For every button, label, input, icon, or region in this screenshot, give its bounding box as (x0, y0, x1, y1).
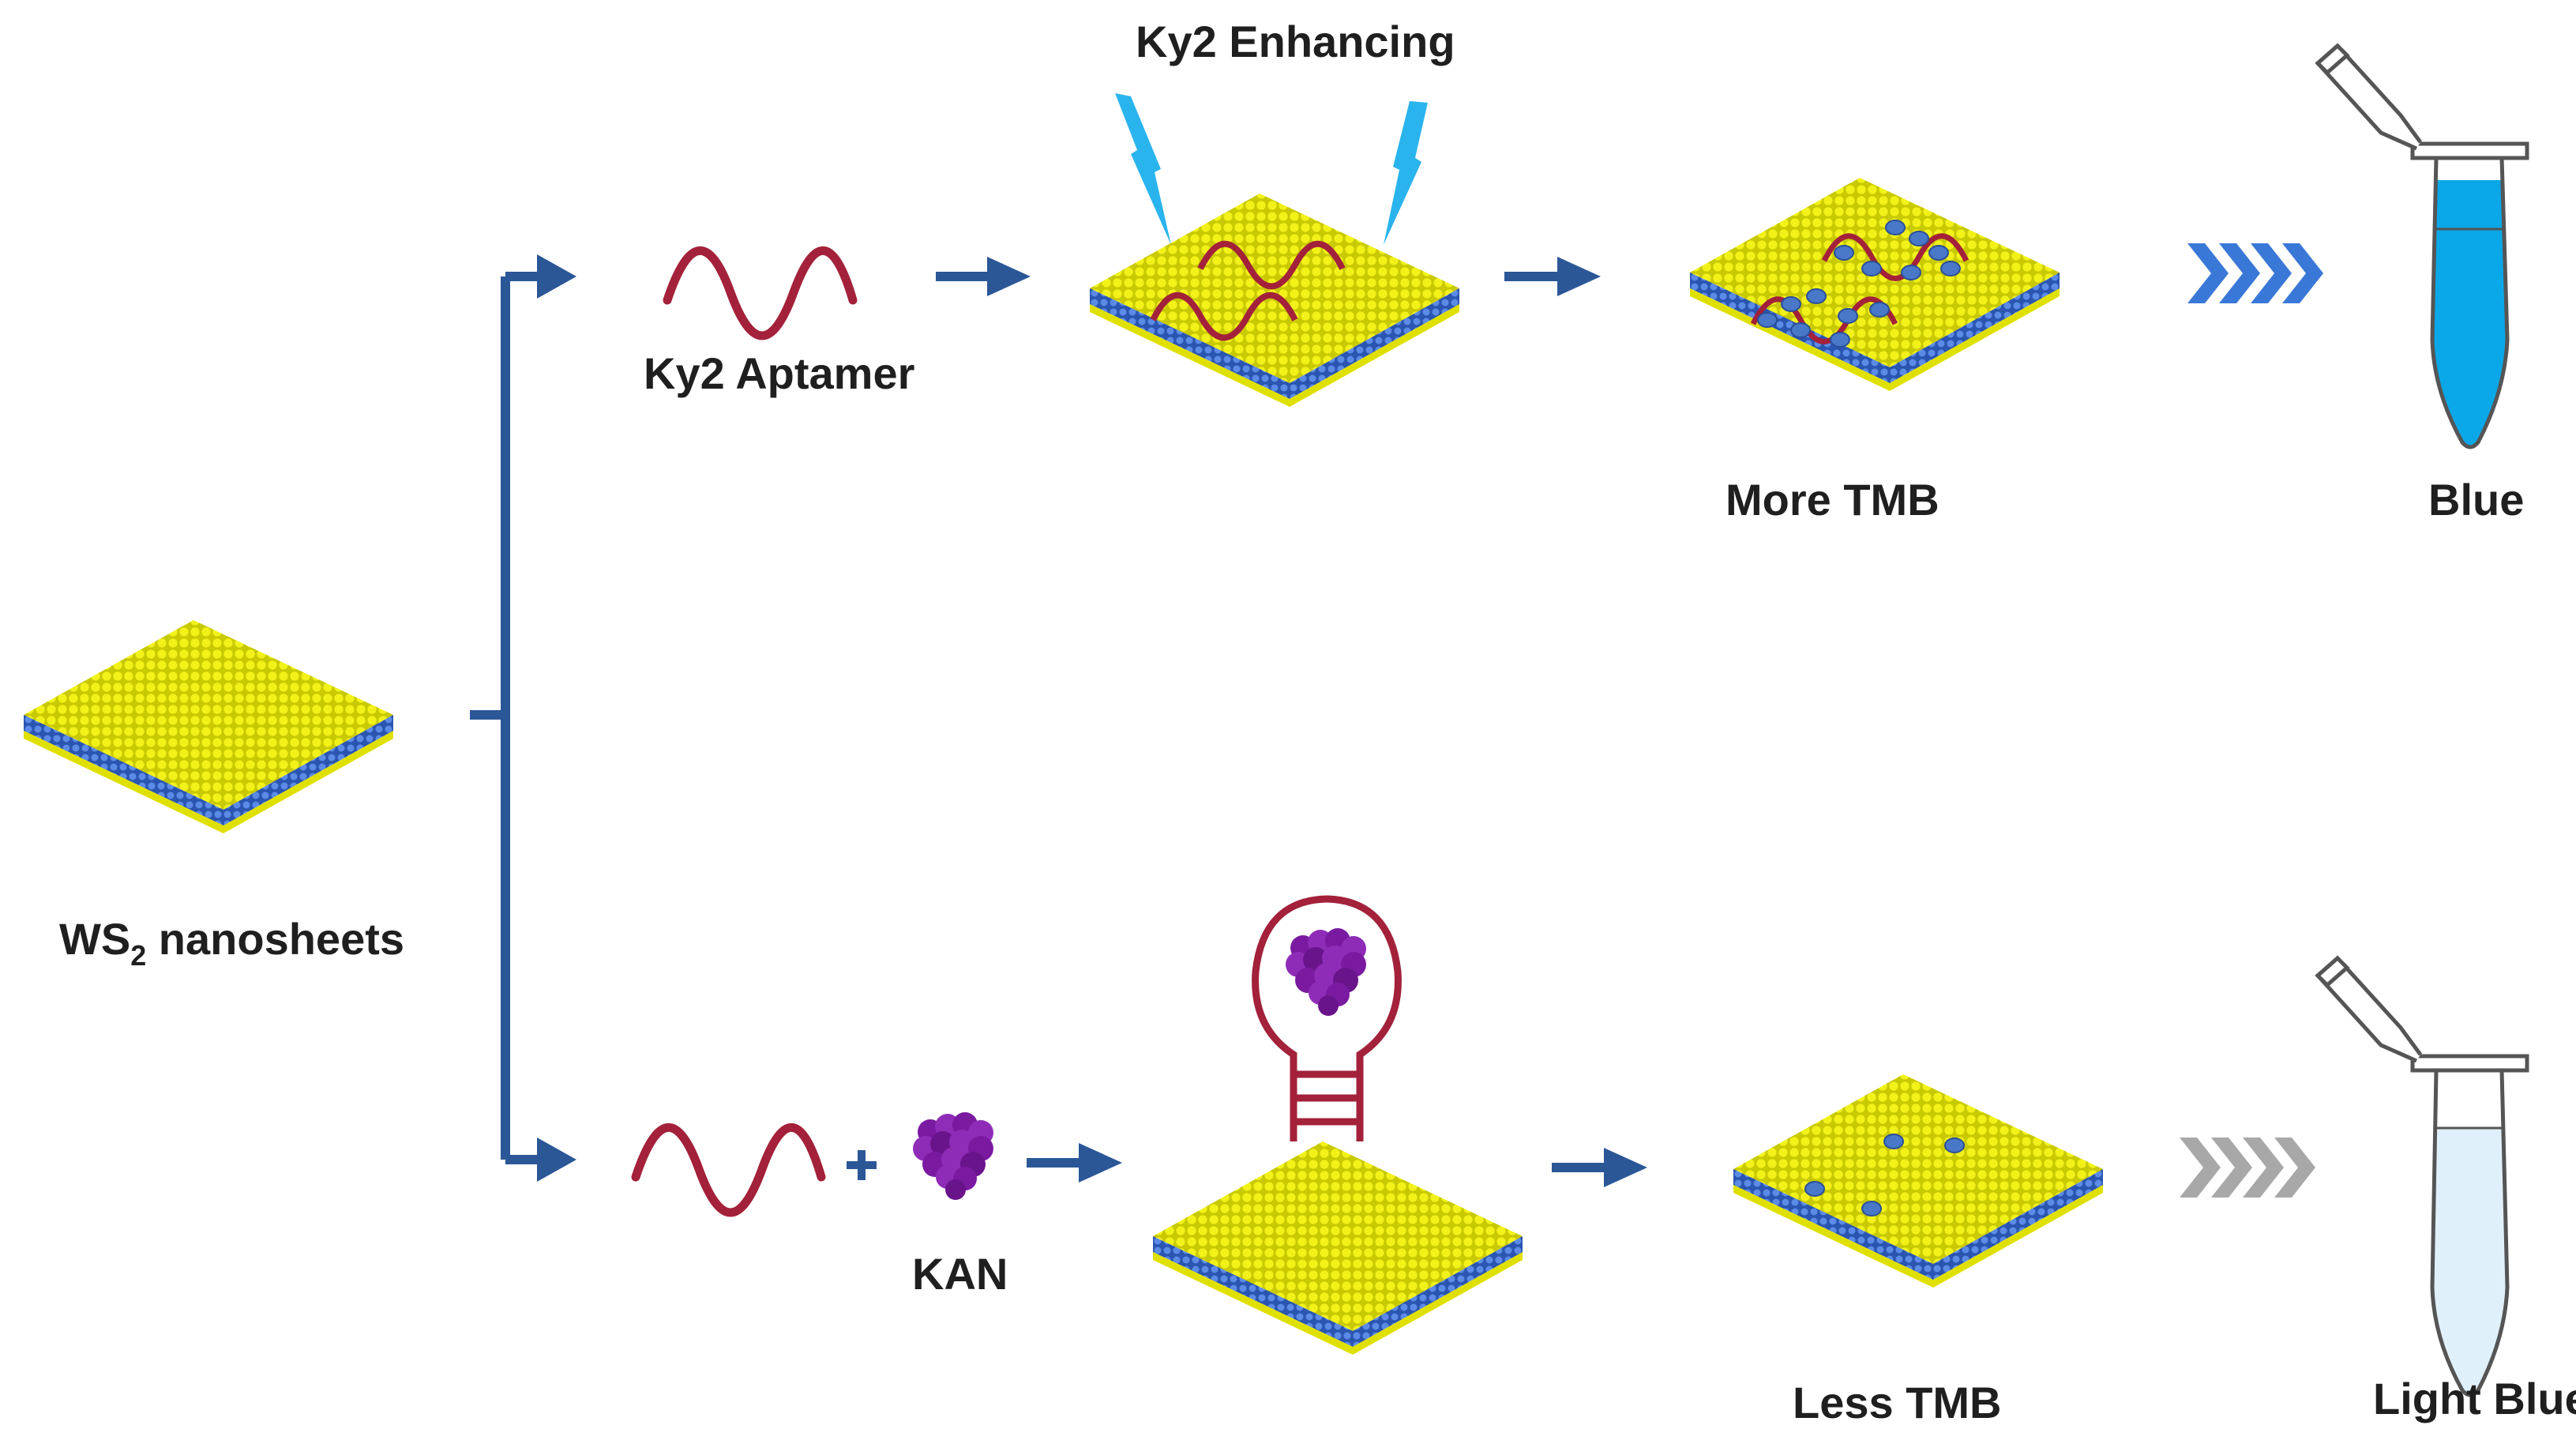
aptamer-on-sheet-icon-4 (1750, 296, 1898, 344)
tube-icon-light-blue (2315, 955, 2529, 1397)
less-tmb-label: Less TMB (1793, 1378, 2002, 1427)
aptamer-on-sheet-icon-3 (1821, 233, 1970, 281)
aptamer-on-sheet-icon (1197, 240, 1346, 290)
aptamer-on-sheet-icon-2 (1150, 291, 1298, 341)
arrow-bottom-1 (1027, 1143, 1122, 1183)
light-blue-label: Light Blue (2373, 1374, 2576, 1423)
ws2-label: WS2 nanosheets (59, 914, 404, 972)
plus-icon (847, 1150, 877, 1180)
nanosheet-less-tmb-icon (1733, 1074, 2103, 1288)
chevron-icon-blue (2187, 243, 2323, 303)
nanosheet-bottom-icon (1153, 1141, 1523, 1355)
branch-arrowhead-top (537, 254, 576, 299)
chevron-icon-gray (2180, 1138, 2315, 1198)
branch-arrowhead-bottom (537, 1138, 576, 1182)
lightning-icon-right (1384, 101, 1428, 245)
arrow-top-2 (1504, 257, 1601, 296)
lightning-icon-left (1115, 93, 1171, 245)
kan-cluster-icon (913, 1112, 993, 1200)
nanosheet-more-tmb-icon (1690, 178, 2060, 391)
nanosheet-aptamer-icon (1090, 194, 1459, 407)
aptamer-wave-icon (663, 246, 858, 340)
tmb-dots-few (1804, 1134, 1965, 1216)
aptamer-label: Ky2 Aptamer (644, 348, 914, 398)
arrow-top-1 (936, 257, 1031, 296)
enhancing-label: Ky2 Enhancing (1136, 17, 1455, 66)
ws2-nanosheet-icon (24, 620, 393, 833)
tube-icon-blue (2315, 43, 2529, 449)
kan-label: KAN (912, 1249, 1008, 1299)
hairpin-icon (1252, 895, 1402, 1141)
blue-label: Blue (2428, 475, 2524, 525)
more-tmb-label: More TMB (1725, 475, 1940, 525)
aptamer-wave-icon-bottom (631, 1123, 826, 1217)
arrow-bottom-2 (1552, 1148, 1647, 1187)
branch-connector (470, 272, 545, 1164)
kan-bound-icon (1286, 928, 1366, 1016)
tmb-dots-many (1757, 220, 1961, 348)
